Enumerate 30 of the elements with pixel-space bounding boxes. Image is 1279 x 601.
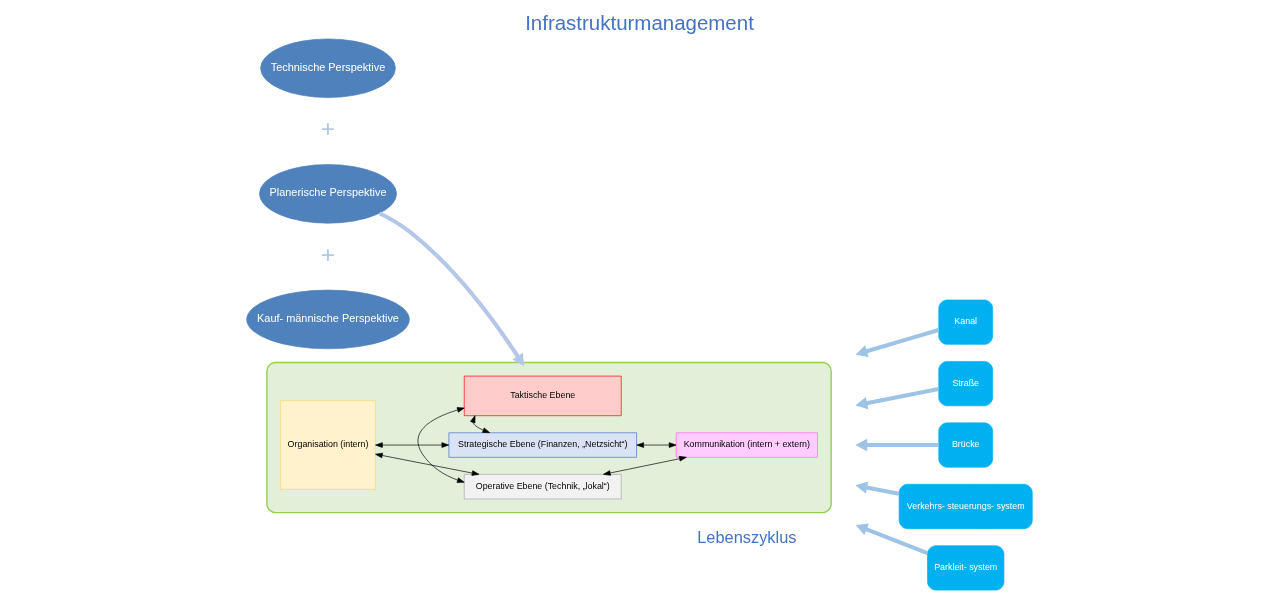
node-box: Brücke [938, 422, 993, 468]
label: + [320, 115, 336, 143]
arrow [636, 442, 677, 448]
cluster [266, 361, 832, 514]
arrow [855, 386, 939, 410]
node-box: Parkleit- system [927, 545, 1005, 591]
node-box: Straße [938, 361, 993, 407]
arrow [417, 407, 465, 483]
node-ellipse: Kauf- männische Perspektive [246, 289, 410, 350]
node-ellipse: Technische Perspektive [260, 38, 396, 98]
arrow [470, 415, 490, 433]
node-box: Verkehrs- steuerungs- system [898, 483, 1033, 529]
arrow [375, 442, 450, 448]
arrow [855, 481, 900, 496]
arrow [855, 438, 939, 452]
node-box: Kommunikation (intern + extern) [675, 432, 818, 458]
caption: Lebenszyklus [697, 527, 797, 546]
node-box: Strategische Ebene (Finanzen, „Netzsicht“) [448, 432, 637, 458]
node-box: Operative Ebene (Technik, „lokal“) [463, 474, 622, 500]
node-box: Taktische Ebene [463, 375, 622, 417]
arrow [375, 452, 480, 476]
arrow [603, 456, 687, 476]
node-ellipse: Planerische Perspektive [259, 164, 397, 224]
arrow [378, 211, 525, 367]
arrow [855, 523, 929, 556]
diagram-title: Infrastrukturmanagement [525, 11, 754, 34]
label: + [320, 240, 336, 268]
arrow [855, 328, 940, 358]
node-box: Kanal [938, 299, 993, 345]
node-box: Organisation (intern) [280, 400, 376, 490]
